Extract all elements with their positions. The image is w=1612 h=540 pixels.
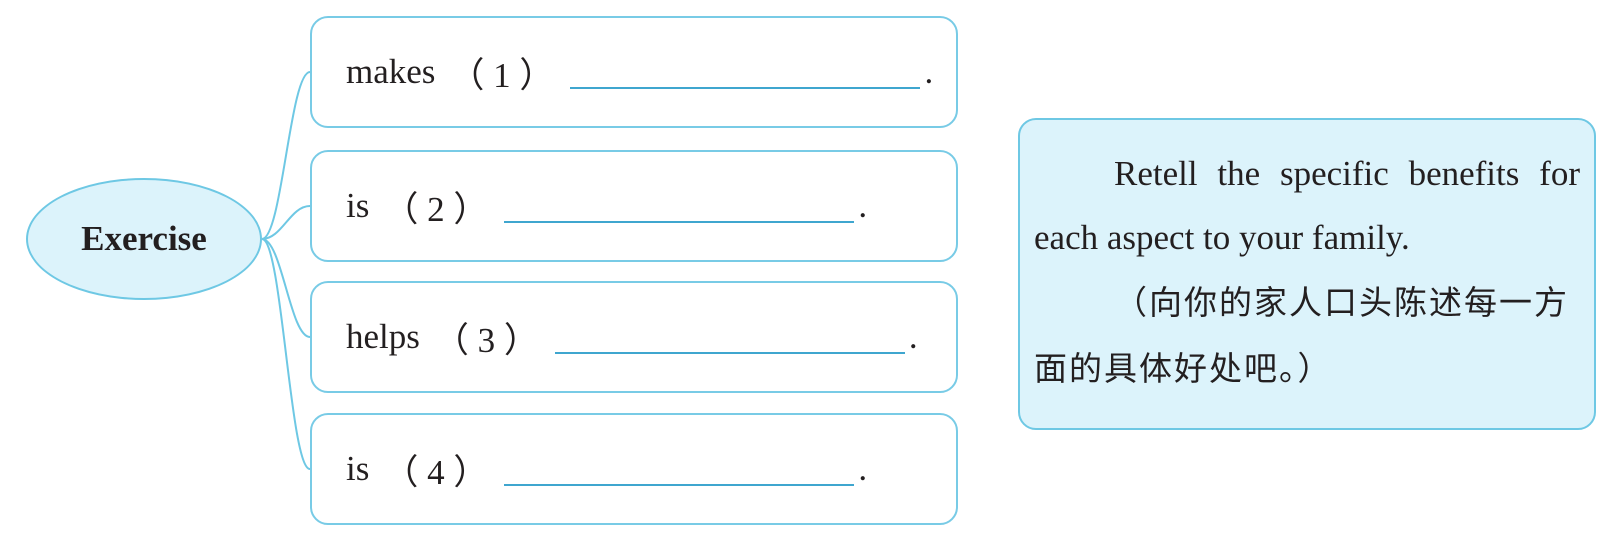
answer-blank-2[interactable] <box>504 220 855 223</box>
instruction-box: Retell the specific benefits for each as… <box>1018 118 1596 430</box>
connector-to-box-3 <box>261 238 311 338</box>
sentence-3-number: （ 3 ） <box>433 320 539 360</box>
sentence-box-2: is （ 2 ） . <box>310 150 958 262</box>
sentence-3-period: . <box>908 317 918 356</box>
sentence-4-number: （ 4 ） <box>383 452 489 492</box>
instruction-english: Retell the specific benefits for each as… <box>1034 154 1580 257</box>
sentence-1-number: （ 1 ） <box>449 55 555 95</box>
sentence-3-verb: helps <box>346 317 420 356</box>
sentence-1: makes （ 1 ） . <box>346 18 933 126</box>
instruction-chinese: （向你的家人口头陈述每一方面的具体好处吧。） <box>1034 283 1569 388</box>
connector-to-box-4 <box>261 238 311 470</box>
sentence-box-1: makes （ 1 ） . <box>310 16 958 128</box>
sentence-1-verb: makes <box>346 52 436 91</box>
sentence-2-verb: is <box>346 186 370 225</box>
sentence-2-number: （ 2 ） <box>383 189 489 229</box>
connector-to-box-1 <box>261 71 311 240</box>
sentence-2: is （ 2 ） . <box>346 152 867 260</box>
sentence-3: helps （ 3 ） . <box>346 283 918 391</box>
sentence-2-period: . <box>858 186 868 225</box>
answer-blank-3[interactable] <box>554 351 905 354</box>
answer-blank-1[interactable] <box>570 86 921 89</box>
sentence-1-period: . <box>924 52 934 91</box>
sentence-box-4: is （ 4 ） . <box>310 413 958 525</box>
sentence-4: is （ 4 ） . <box>346 415 867 523</box>
exercise-label: Exercise <box>81 219 207 258</box>
answer-blank-4[interactable] <box>504 483 855 486</box>
sentence-4-verb: is <box>346 449 370 488</box>
exercise-bubble: Exercise <box>26 178 262 300</box>
sentence-4-period: . <box>858 449 868 488</box>
sentence-box-3: helps （ 3 ） . <box>310 281 958 393</box>
connector-to-box-2 <box>261 205 311 240</box>
